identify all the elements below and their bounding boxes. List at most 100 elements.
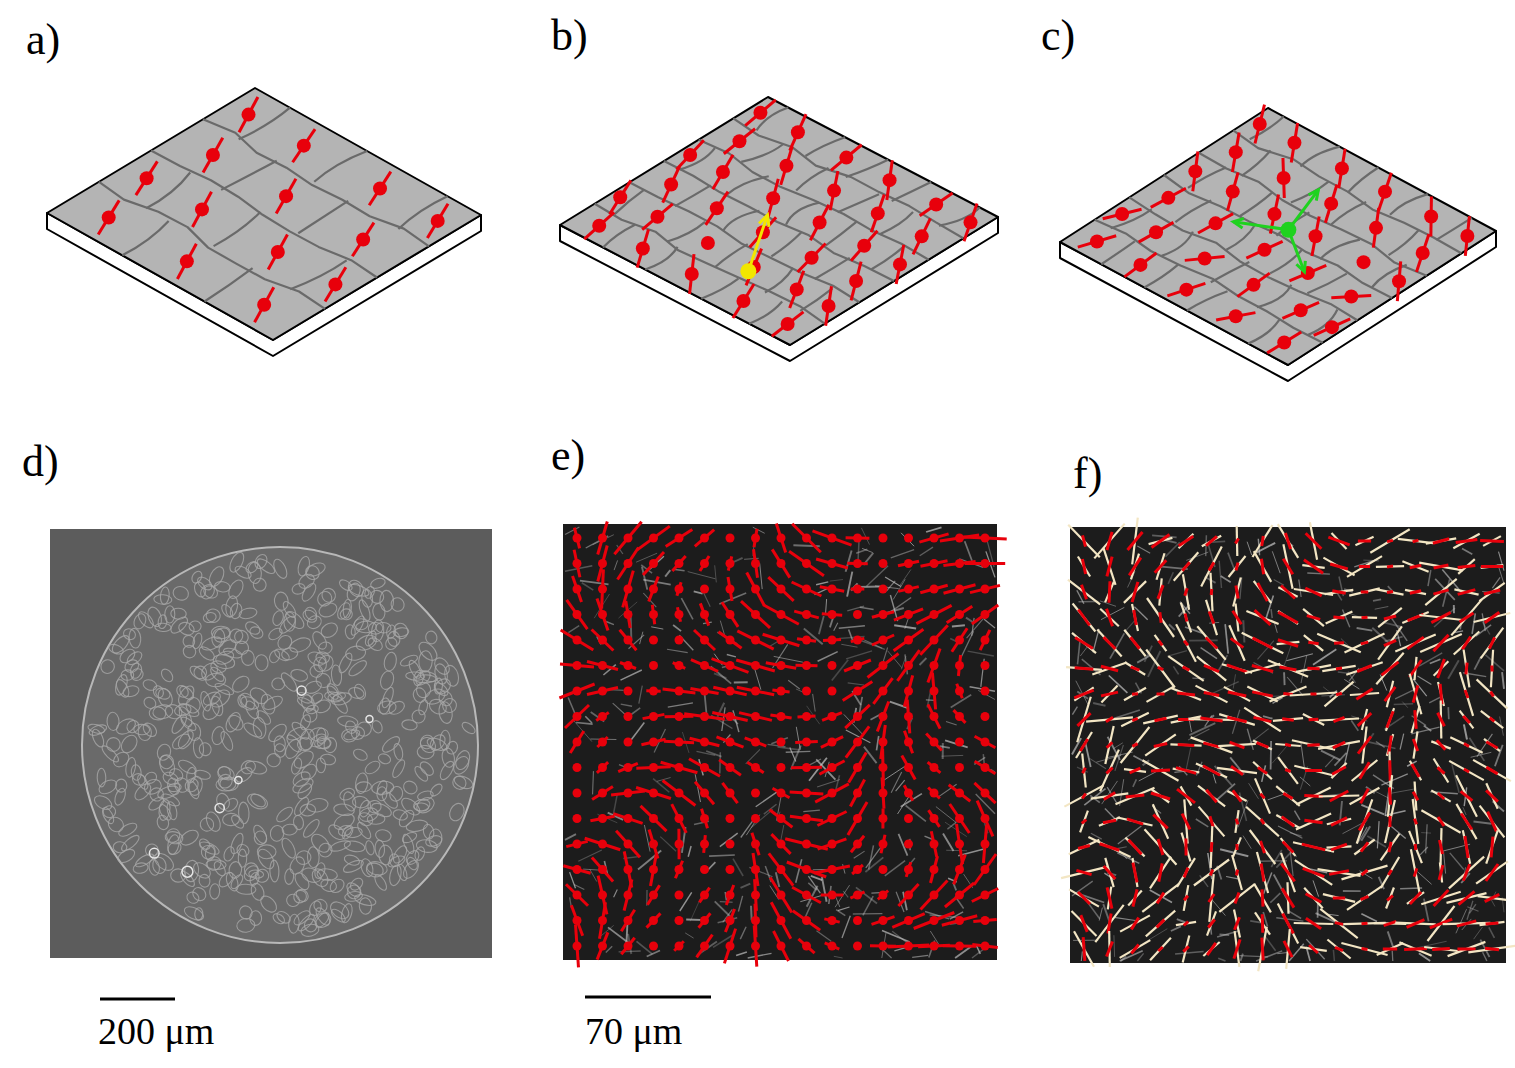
grid-point [879,738,888,747]
cell-edge [1137,546,1150,553]
cell-outline [142,678,159,692]
orientation-arrow [597,598,608,630]
cell-edge [1243,836,1251,849]
grid-point [598,585,607,594]
grid-point [751,891,760,900]
cell-edge [1361,805,1384,815]
cell-edge [781,825,784,841]
averaged-axis [1358,539,1371,542]
grid-point [981,840,990,849]
cell-center [1115,207,1129,221]
cell-edge [863,896,873,915]
orientation-arrow [747,762,763,772]
grid-point [879,610,888,619]
cell-outline [450,754,472,777]
cell-edge [1394,703,1414,705]
cell-center [1090,234,1104,248]
cell-edge [1072,707,1077,715]
cell-outline [309,866,331,890]
cell-center [1416,246,1430,260]
cell-outline [163,702,184,721]
grid-point [930,712,939,721]
cell-edge [1205,716,1212,727]
averaged-axis [1128,532,1143,550]
cell-outline [275,633,294,653]
grid-point [930,789,939,798]
cell-edge [1373,599,1381,601]
orientation-arrow [689,759,720,776]
cell-outline [179,715,198,733]
cell-edge [847,572,852,597]
orientation-arrow [699,888,709,903]
cell-center [650,210,664,224]
cell-edge [1117,847,1127,849]
cell-center [271,245,285,259]
cell-center [849,274,863,288]
orientation-arrow [975,761,996,773]
cell-outline [380,686,396,709]
orientation-arrow [641,806,667,831]
orientation-arrow [872,917,895,925]
grid-point [726,763,735,772]
orientation-arrow [954,855,966,885]
cell-outline [371,780,394,795]
cell-edge [1456,909,1467,933]
cell-edge [1247,729,1253,750]
cell-edge [1463,807,1466,815]
cell-outline [347,686,365,700]
cell-edge [834,623,838,631]
grid-point [777,585,786,594]
grid-point [624,814,633,823]
cell-outline [317,841,334,858]
grid-point [853,840,862,849]
cell-outline [350,725,366,740]
arrow-head [1233,218,1243,227]
orientation-arrow [819,761,844,775]
cell-outline [418,759,436,777]
cell-edge [741,884,751,888]
cell-outline [415,681,432,699]
cell-outline [107,712,120,731]
orientation-arrow [815,784,849,802]
cell-edge [1166,540,1177,543]
cell-outline [369,576,386,590]
grid-point [930,763,939,772]
grid-point [879,712,888,721]
cell-outline [97,768,106,787]
cell-axis [1068,525,1100,557]
cell-outline [315,589,335,609]
grid-point [700,865,709,874]
cell-outline [181,643,199,661]
cell-edge [834,956,843,958]
cell-outline [223,710,243,734]
cell-edge [1286,654,1313,661]
cell-outline [343,853,361,867]
cell-edge [1186,748,1191,772]
cell-outline [229,673,252,695]
grid-point [879,661,888,670]
orientation-arrow [747,573,765,606]
orientation-arrow [851,836,864,853]
cell-outline [310,629,329,651]
cell-outline [359,897,373,914]
cell-edge [885,861,905,876]
cell-outline [239,694,260,711]
orientation-arrow [894,629,924,650]
cell-center [1209,216,1223,230]
cell-outline [303,563,322,582]
defect-core [740,263,756,279]
cell-outline [113,673,129,696]
grid-point [828,610,837,619]
cell-outline [417,789,435,801]
cell-edge [1218,958,1225,961]
grid-point [675,891,684,900]
orientation-arrow [700,603,708,625]
orientation-arrow [921,881,948,910]
cell-edge [1093,703,1105,706]
cell-axis [255,287,274,322]
grid-point [726,559,735,568]
cell-boundary [1211,262,1250,282]
cell-center [766,191,780,205]
grid-point [828,559,837,568]
grid-point [675,738,684,747]
